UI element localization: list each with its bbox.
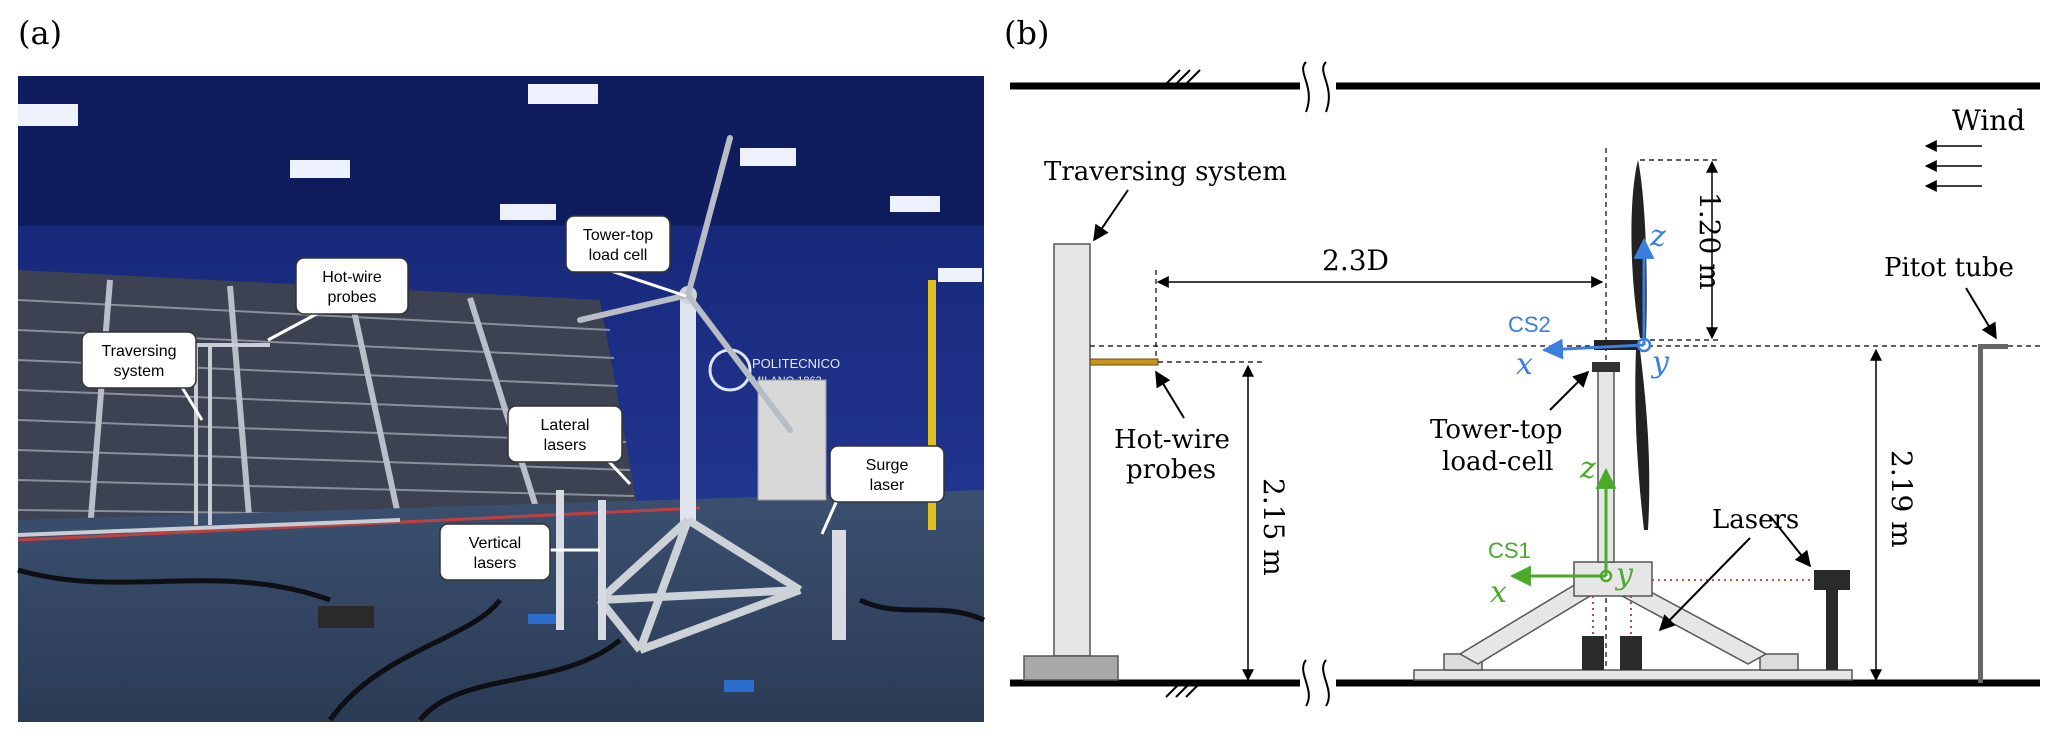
callout-text: probes <box>328 289 377 306</box>
daq-box <box>318 606 374 628</box>
hot-wire-label: Hot-wire <box>1114 425 1230 455</box>
pitot-tube <box>1978 346 1983 683</box>
wind-label: Wind <box>1952 104 2025 137</box>
laser-beams <box>1592 579 1814 636</box>
platform-hub <box>1573 561 1653 597</box>
callout-tower-top-load-cell: Tower-top load cell <box>565 215 687 298</box>
laser-posts <box>556 490 846 640</box>
platform-floor-plate <box>1413 669 1853 681</box>
callout-text: lasers <box>474 555 517 572</box>
cs1-z-label: z <box>1579 451 1596 486</box>
callout-surge-laser: Surge laser <box>820 445 945 535</box>
ceiling-light <box>500 204 556 220</box>
pitot-tube-label: Pitot tube <box>1884 253 2014 283</box>
cs2-label: CS2 <box>1508 312 1551 337</box>
cs2-x-axis <box>1541 338 1645 360</box>
callout-text: Surge <box>866 457 909 474</box>
probe-height-label: 2.15 m <box>1257 478 1290 576</box>
callout-text: Vertical <box>469 535 521 552</box>
callout-hot-wire-probes: Hot-wire probes <box>267 257 409 342</box>
cs2-x-label: x <box>1516 347 1533 382</box>
callout-lateral-lasers: Lateral lasers <box>507 405 632 486</box>
ceiling-light <box>890 196 940 212</box>
vertical-laser <box>1620 636 1642 670</box>
floor <box>18 490 984 722</box>
hub-height-label: 2.19 m <box>1885 450 1918 548</box>
ceiling-light <box>18 104 78 126</box>
callout-text: laser <box>870 477 905 494</box>
hot-wire-label: probes <box>1126 455 1216 485</box>
cs1-x-label: x <box>1490 575 1507 610</box>
callout-text: Hot-wire <box>322 269 382 286</box>
load-cell-label: load-cell <box>1442 447 1553 477</box>
blue-connector <box>528 614 556 624</box>
institution-name: POLITECNICO <box>752 356 840 371</box>
door-frame <box>928 280 936 530</box>
load-cell-label: Tower-top <box>1430 415 1563 445</box>
distance-label: 2.3D <box>1322 244 1389 277</box>
load-cell <box>1592 362 1620 372</box>
traversing-base <box>1023 655 1119 681</box>
cs2-z-label: z <box>1649 219 1666 254</box>
cables <box>17 567 986 722</box>
rotor-blades <box>577 135 793 433</box>
panel-a-label: (a) <box>18 14 62 52</box>
traversing-system-label: Traversing system <box>1044 157 1287 187</box>
lasers-label: Lasers <box>1712 505 1799 535</box>
schematic: Wind Traversing system Hot-wire probes 2… <box>1010 61 2040 707</box>
callout-text: lasers <box>544 437 587 454</box>
platform-leg <box>1458 583 1592 665</box>
pitot-tube-head <box>1978 344 2008 349</box>
tower <box>680 295 696 525</box>
ceiling-light <box>290 160 350 178</box>
cs1-y-label: y <box>1614 557 1634 592</box>
panel-b-label: (b) <box>1004 14 1049 52</box>
blade-lower <box>1635 350 1650 530</box>
cs1-label: CS1 <box>1488 538 1531 563</box>
blue-connector <box>724 680 754 692</box>
surge-laser <box>1814 570 1850 590</box>
test-section-photo: POLITECNICO MILANO 1863 <box>17 76 986 722</box>
callout-text: Lateral <box>541 417 590 434</box>
ceiling-light <box>528 84 598 104</box>
callout-text: system <box>114 363 165 380</box>
hot-wire-probe <box>1089 358 1159 366</box>
rotor-radius-label: 1.20 m <box>1693 192 1726 290</box>
callout-text: Traversing <box>102 343 177 360</box>
traversing-column <box>1053 243 1091 657</box>
platform-foot <box>1759 653 1799 671</box>
break-symbol <box>1165 69 1201 698</box>
wind-arrows <box>1924 140 1982 192</box>
callout-vertical-lasers: Vertical lasers <box>439 523 600 581</box>
cs2-y-label: y <box>1650 345 1670 380</box>
ceiling-light <box>740 148 796 166</box>
callout-traversing-system: Traversing system <box>81 331 204 421</box>
callout-text: load cell <box>589 247 648 264</box>
ceiling-light <box>938 268 982 282</box>
platform-base <box>596 516 803 654</box>
callout-text: Tower-top <box>583 227 653 244</box>
surge-laser-stand <box>1826 590 1838 670</box>
vertical-laser <box>1582 636 1604 670</box>
